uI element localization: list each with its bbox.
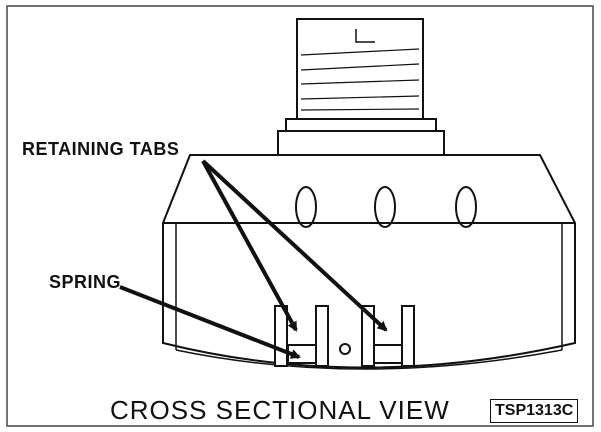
retaining-tabs-label: RETAINING TABS	[22, 139, 180, 159]
diagram-caption: CROSS SECTIONAL VIEW	[110, 395, 450, 425]
tab-right-inner	[361, 305, 375, 367]
vent-hole-right	[455, 186, 477, 228]
spring-label: SPRING	[49, 272, 122, 292]
vent-hole-middle	[374, 186, 396, 228]
tab-left-inner	[315, 305, 329, 367]
tab-left-outer	[274, 305, 288, 367]
connector-top	[296, 18, 424, 120]
callout-arrows	[119, 159, 388, 359]
connector-neck	[277, 118, 445, 156]
arrow-tabs-left	[201, 160, 298, 332]
spring-right	[373, 344, 403, 364]
center-pin	[339, 343, 351, 355]
figure-code-badge: TSP1313C	[490, 399, 579, 423]
arrow-spring	[119, 285, 301, 359]
housing-body	[162, 154, 576, 370]
outer-frame	[6, 5, 594, 427]
arrow-tabs-right	[201, 159, 388, 332]
retaining-tabs-assembly	[274, 305, 415, 367]
tab-right-outer	[401, 305, 415, 367]
vent-hole-left	[295, 186, 317, 228]
